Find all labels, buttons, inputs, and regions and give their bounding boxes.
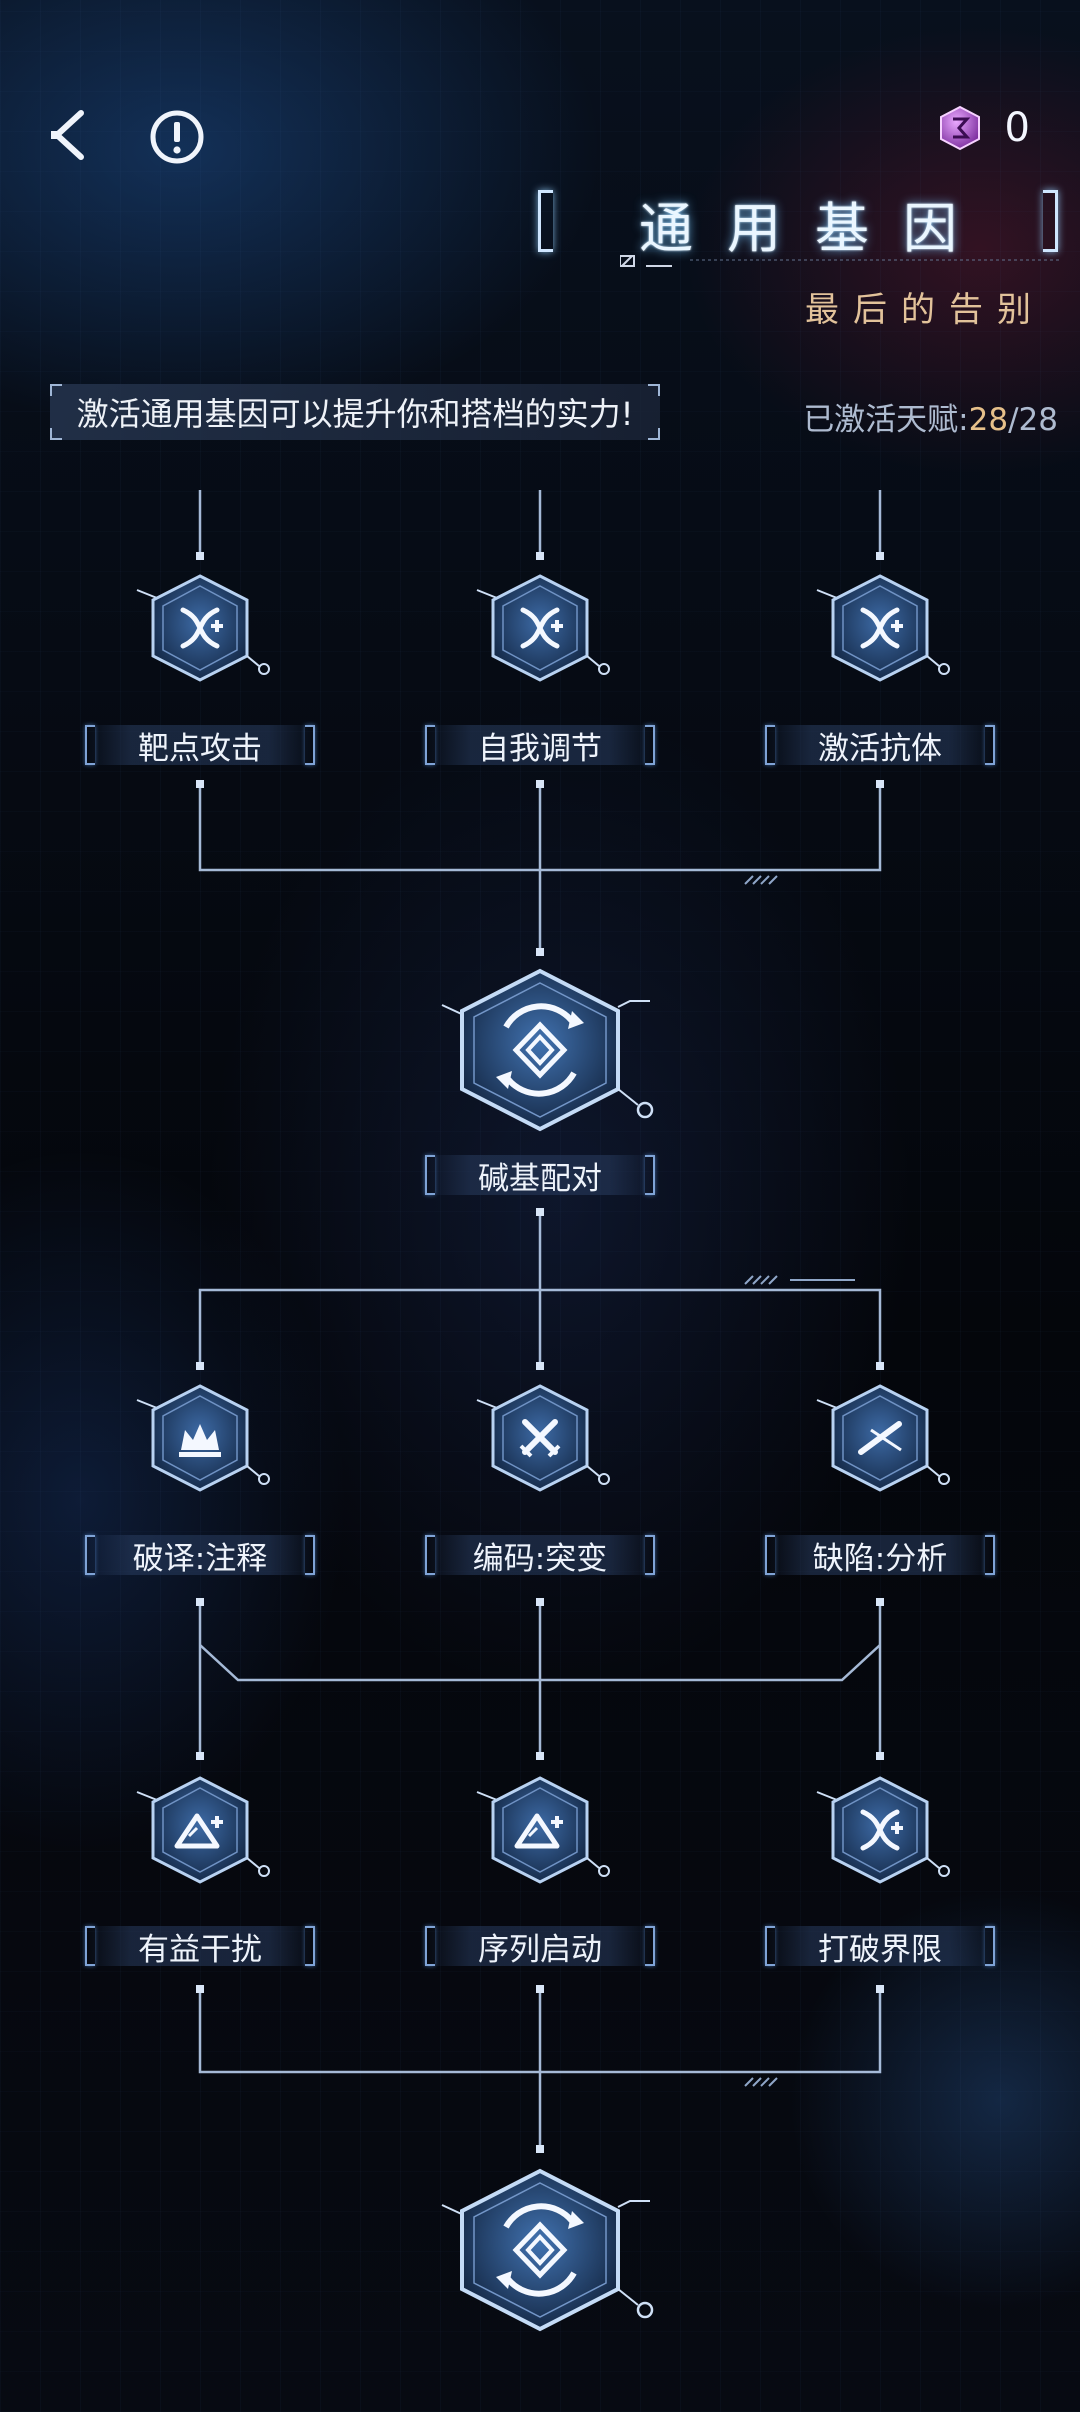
activated-separator: / <box>1008 402 1019 438</box>
back-button[interactable] <box>40 100 100 170</box>
base-pair-cycle-icon <box>441 968 654 1132</box>
gene-label: 有益干扰 <box>85 1926 315 1968</box>
base-pair-cycle-icon <box>441 2168 654 2332</box>
description-banner: 激活通用基因可以提升你和搭档的实力! <box>50 384 660 440</box>
gene-node-final[interactable] <box>440 2165 660 2335</box>
gene-label-text: 碱基配对 <box>478 1160 602 1197</box>
crown-burst-icon <box>136 1384 270 1492</box>
activated-total: 28 <box>1018 402 1058 438</box>
activated-current: 28 <box>968 402 1009 438</box>
gene-label-text: 有益干扰 <box>138 1931 262 1968</box>
corner-mark <box>50 384 62 396</box>
gene-node-self-regulation[interactable] <box>475 568 615 688</box>
gene-label: 碱基配对 <box>425 1155 655 1197</box>
info-button[interactable] <box>145 105 209 169</box>
currency-display: 0 <box>937 105 1030 151</box>
gene-node-base-pairing[interactable] <box>440 965 660 1135</box>
activated-label: 已激活天赋: <box>803 402 969 438</box>
crossed-swords-icon <box>476 1384 610 1492</box>
gene-label-text: 编码:突变 <box>472 1540 608 1577</box>
title-bracket-left <box>538 190 553 252</box>
mountain-plus-icon <box>136 1776 270 1884</box>
dna-helix-icon <box>816 574 950 682</box>
gene-label: 自我调节 <box>425 725 655 767</box>
gene-node-defect-analysis[interactable] <box>815 1378 955 1498</box>
gene-label-text: 破译:注释 <box>132 1540 268 1577</box>
gene-label: 编码:突变 <box>425 1535 655 1577</box>
gene-label-text: 序列启动 <box>478 1931 602 1968</box>
gene-node-target-attack[interactable] <box>135 568 275 688</box>
dna-helix-icon <box>476 574 610 682</box>
gene-label-text: 缺陷:分析 <box>812 1540 948 1577</box>
gene-node-decode-annotation[interactable] <box>135 1378 275 1498</box>
gene-label: 缺陷:分析 <box>765 1535 995 1577</box>
chevron-left-icon <box>51 110 84 160</box>
activated-counter: 已激活天赋:28/28 <box>803 394 1058 439</box>
gene-label-text: 激活抗体 <box>818 730 942 767</box>
gene-label: 破译:注释 <box>85 1535 315 1577</box>
title-panel: 通用基因 <box>538 180 1058 260</box>
gene-label: 激活抗体 <box>765 725 995 767</box>
gene-label-text: 自我调节 <box>478 730 602 767</box>
corner-mark <box>648 384 660 396</box>
description-text: 激活通用基因可以提升你和搭档的实力! <box>76 395 634 433</box>
gene-label-text: 靶点攻击 <box>138 730 262 767</box>
currency-count: 0 <box>1004 105 1030 151</box>
page-subtitle: 最后的告别 <box>805 290 1045 330</box>
title-bracket-right <box>1043 190 1058 252</box>
gem-icon <box>939 105 980 151</box>
gene-node-break-limits[interactable] <box>815 1770 955 1890</box>
broken-sword-icon <box>816 1384 950 1492</box>
title-decoration <box>620 255 1060 267</box>
gene-node-activate-antibody[interactable] <box>815 568 955 688</box>
gene-label: 打破界限 <box>765 1926 995 1968</box>
gene-node-beneficial-interference[interactable] <box>135 1770 275 1890</box>
gene-label-text: 打破界限 <box>818 1931 942 1968</box>
corner-mark <box>648 428 660 440</box>
corner-mark <box>50 428 62 440</box>
exclamation-circle-icon <box>150 110 204 164</box>
gene-label: 序列启动 <box>425 1926 655 1968</box>
gene-node-sequence-start[interactable] <box>475 1770 615 1890</box>
mountain-plus-icon <box>476 1776 610 1884</box>
page-title: 通用基因 <box>639 197 991 260</box>
dna-helix-icon <box>136 574 270 682</box>
dna-helix-icon <box>816 1776 950 1884</box>
gene-node-encode-mutation[interactable] <box>475 1378 615 1498</box>
gene-label: 靶点攻击 <box>85 725 315 767</box>
